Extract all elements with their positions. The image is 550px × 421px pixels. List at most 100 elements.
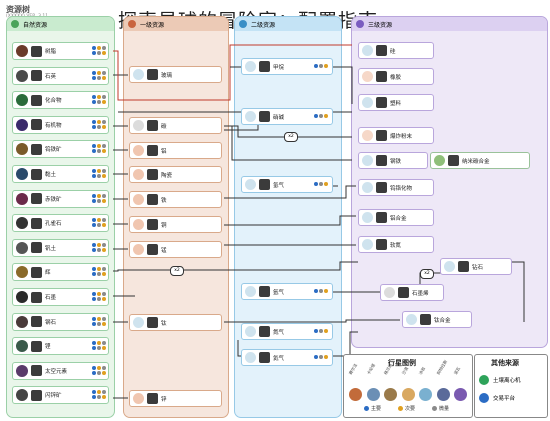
natural-resource-row[interactable]: 化合物 bbox=[12, 91, 109, 110]
tier2-resource-node[interactable]: 氮气 bbox=[241, 323, 333, 340]
planet-icon bbox=[16, 315, 28, 328]
resource-label: 软氮 bbox=[390, 242, 402, 249]
planet-availability-dots bbox=[92, 218, 106, 228]
nano-carbon-alloy-node[interactable]: 纳米碳合金 bbox=[430, 152, 530, 169]
tier3-resource-node[interactable]: 塑料 bbox=[358, 94, 434, 111]
tier3-resource-node[interactable]: 钻石 bbox=[440, 258, 512, 275]
resource-label: 锰 bbox=[161, 247, 167, 254]
natural-resource-row[interactable]: 孔雀石 bbox=[12, 214, 109, 233]
resource-label: 氮气 bbox=[273, 329, 285, 336]
source-symbol-icon bbox=[245, 61, 256, 72]
source-symbol-icon bbox=[362, 71, 373, 82]
nano-alloy-label: 纳米碳合金 bbox=[462, 158, 490, 165]
tier1-resource-node[interactable]: 陶瓷 bbox=[129, 166, 222, 183]
other-source-label: 交易平台 bbox=[493, 396, 516, 402]
tier1-resource-node[interactable]: 铝 bbox=[129, 142, 222, 159]
tier1-resource-node[interactable]: 碳 bbox=[129, 117, 222, 134]
resource-label: 太空元素 bbox=[45, 368, 68, 375]
resource-icon bbox=[31, 45, 42, 57]
tier1-resource-node[interactable]: 铜 bbox=[129, 216, 222, 233]
resource-label: 铁 bbox=[161, 197, 167, 204]
resource-label: 钨铬化物 bbox=[390, 185, 413, 192]
abundance-label: 次要 bbox=[405, 406, 416, 412]
tier3-resource-node[interactable]: 钨铬化物 bbox=[358, 179, 434, 196]
planet-availability-dots bbox=[92, 292, 106, 301]
resource-icon bbox=[31, 217, 42, 229]
natural-resource-row[interactable]: 石英 bbox=[12, 66, 109, 85]
tier3-resource-node[interactable]: 石墨烯 bbox=[380, 284, 444, 301]
tier2-resource-node[interactable]: 氢气 bbox=[241, 176, 333, 193]
legend-planet-name: 诺瓦 bbox=[452, 366, 462, 376]
tier1-resource-node[interactable]: 锌 bbox=[129, 390, 222, 407]
legend-planet-icon bbox=[454, 388, 467, 401]
resource-label: 铜 bbox=[161, 222, 167, 229]
tier1-resource-node[interactable]: 锰 bbox=[129, 241, 222, 258]
tier1-resource-node[interactable]: 玻璃 bbox=[129, 66, 222, 83]
other-sources-panel: 其他来源 土壤离心机 交易平台 bbox=[474, 354, 548, 418]
natural-resource-row[interactable]: 赤铁矿 bbox=[12, 189, 109, 208]
tier3-resource-node[interactable]: 橡胶 bbox=[358, 68, 434, 85]
source-symbol-icon bbox=[245, 326, 256, 337]
planet-availability-dots bbox=[92, 316, 106, 326]
planet-availability-dots bbox=[314, 355, 328, 359]
resource-icon bbox=[376, 130, 387, 141]
resource-icon bbox=[376, 182, 387, 193]
resource-icon bbox=[376, 155, 387, 166]
other-source-item: 交易平台 bbox=[479, 393, 515, 403]
source-symbol-icon bbox=[133, 169, 144, 180]
resource-label: 硝碱 bbox=[273, 114, 285, 121]
tier2-resource-node[interactable]: 硝碱 bbox=[241, 108, 333, 125]
tier2-resource-node[interactable]: 甲烷 bbox=[241, 58, 333, 75]
planet-icon bbox=[16, 389, 28, 402]
legend-planet-icon bbox=[349, 388, 362, 401]
planet-availability-dots bbox=[92, 242, 106, 252]
resource-label: 甲烷 bbox=[273, 64, 285, 71]
natural-resource-row[interactable]: 有机物 bbox=[12, 115, 109, 134]
natural-resource-row[interactable]: 钢石 bbox=[12, 312, 109, 331]
natural-resource-row[interactable]: 树脂 bbox=[12, 42, 109, 60]
tier1-resource-node[interactable]: 铁 bbox=[129, 191, 222, 208]
tier3-resource-node[interactable]: 钢铁 bbox=[358, 152, 428, 169]
resource-icon bbox=[31, 119, 42, 131]
tier3-resource-node[interactable]: 硅 bbox=[358, 42, 434, 59]
planet-availability-dots bbox=[92, 119, 106, 129]
planet-availability-dots bbox=[314, 114, 328, 118]
natural-resource-row[interactable]: 闪锌矿 bbox=[12, 386, 109, 405]
natural-resource-row[interactable]: 太空元素 bbox=[12, 361, 109, 380]
planet-availability-dots bbox=[314, 329, 328, 333]
tier3-resource-node[interactable]: 爆炸粉末 bbox=[358, 127, 434, 144]
tier1-column-title: 一级资源 bbox=[140, 21, 165, 29]
resource-icon bbox=[147, 145, 158, 156]
tier1-resource-node[interactable]: 钛 bbox=[129, 314, 222, 331]
tier3-resource-node[interactable]: 钛合金 bbox=[402, 311, 472, 328]
resource-icon bbox=[259, 286, 270, 297]
tier2-resource-node[interactable]: 氦气 bbox=[241, 349, 333, 366]
resource-icon bbox=[420, 314, 431, 325]
natural-resource-row[interactable]: 辉 bbox=[12, 263, 109, 282]
resource-icon bbox=[147, 219, 158, 230]
natural-resource-row[interactable]: 黏土 bbox=[12, 165, 109, 183]
multiplier-badge: x2 bbox=[284, 132, 298, 142]
tier3-resource-node[interactable]: 铝合金 bbox=[358, 209, 434, 226]
natural-resource-row[interactable]: 钒土 bbox=[12, 238, 109, 257]
resource-label: 钛合金 bbox=[434, 317, 451, 324]
source-symbol-icon bbox=[362, 239, 373, 250]
resource-label: 闪锌矿 bbox=[45, 393, 62, 400]
multiplier-badge: x2 bbox=[420, 269, 434, 279]
planet-availability-dots bbox=[314, 182, 328, 186]
tier3-resource-node[interactable]: 软氮 bbox=[358, 236, 434, 253]
resource-label: 氩气 bbox=[273, 289, 285, 296]
abundance-label: 微量 bbox=[439, 406, 450, 412]
planet-legend: 行星图例 赛尔法卡伦塔格兰德沙漠冰岩阿特拉斯诺瓦 主要次要微量 bbox=[343, 354, 473, 418]
planet-icon bbox=[16, 94, 28, 107]
natural-resource-row[interactable]: 钨铁矿 bbox=[12, 140, 109, 159]
resource-icon bbox=[31, 316, 42, 328]
natural-resource-row[interactable]: 石墨 bbox=[12, 288, 109, 306]
natural-resource-row[interactable]: 铿 bbox=[12, 337, 109, 356]
source-symbol-icon bbox=[245, 352, 256, 363]
tier2-resource-node[interactable]: 氩气 bbox=[241, 283, 333, 300]
source-symbol-icon bbox=[133, 317, 144, 328]
tier3-column-title: 三级资源 bbox=[368, 21, 393, 29]
resource-icon bbox=[147, 244, 158, 255]
resource-label: 铿 bbox=[45, 344, 51, 351]
